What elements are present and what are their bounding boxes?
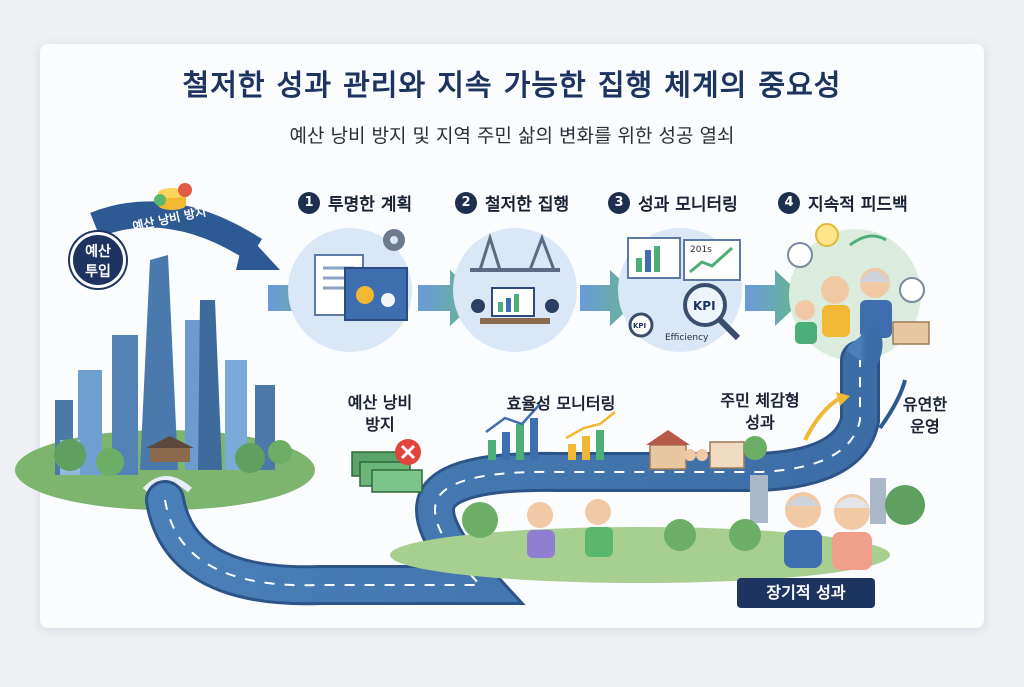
budget-curve-arrow bbox=[90, 183, 280, 270]
step-1-number: 1 bbox=[298, 191, 320, 214]
page-title: 철저한 성과 관리와 지속 가능한 집행 체계의 중요성 bbox=[182, 68, 842, 102]
flexible-operation-line2: 운영 bbox=[910, 417, 940, 436]
kpi-monitoring-icon: 201s KPI KPI Efficiency bbox=[627, 237, 741, 343]
waste-prevention-line1: 예산 낭비 bbox=[347, 393, 413, 412]
efficiency-label: Efficiency bbox=[665, 333, 709, 343]
budget-input-line1: 예산 bbox=[85, 244, 111, 260]
flexible-operation-label: 유연한 운영 bbox=[885, 394, 965, 438]
step-1-label: 투명한 계획 bbox=[328, 195, 413, 215]
page-subtitle: 예산 낭비 방지 및 지역 주민 삶의 변화를 위한 성공 열쇠 bbox=[289, 125, 735, 147]
long-term-outcome-badge: 장기적 성과 bbox=[737, 578, 875, 608]
step-1-heading: 1 투명한 계획 bbox=[298, 190, 412, 215]
budget-input-line2: 투입 bbox=[85, 264, 111, 280]
waste-prevention-label: 예산 낭비 방지 bbox=[340, 392, 420, 436]
efficiency-monitoring-label: 효율성 모니터링 bbox=[506, 394, 616, 413]
resident-houses-icon bbox=[646, 430, 767, 470]
budget-input-badge: 예산 투입 bbox=[70, 232, 126, 288]
step-4-number: 4 bbox=[778, 191, 800, 214]
city-skyline-illustration bbox=[15, 255, 315, 510]
road-path bbox=[145, 324, 907, 606]
step-3-number: 3 bbox=[608, 191, 630, 214]
year-label: 201s bbox=[690, 245, 712, 255]
kpi-small-label: KPI bbox=[633, 322, 646, 330]
step-3-heading: 3 성과 모니터링 bbox=[608, 190, 738, 215]
step-3-label: 성과 모니터링 bbox=[638, 195, 738, 215]
step-4-heading: 4 지속적 피드백 bbox=[778, 190, 908, 215]
resident-outcome-line2: 성과 bbox=[745, 413, 775, 432]
resident-outcome-line1: 주민 체감형 bbox=[720, 391, 800, 410]
step-2-label: 철저한 집행 bbox=[485, 195, 570, 215]
step-2-heading: 2 철저한 집행 bbox=[455, 190, 569, 215]
kpi-large-label: KPI bbox=[693, 299, 716, 313]
resident-outcome-label: 주민 체감형 성과 bbox=[710, 390, 810, 434]
feedback-residents-icon bbox=[787, 223, 930, 345]
efficiency-charts-icon bbox=[485, 403, 616, 460]
flexible-operation-line1: 유연한 bbox=[902, 395, 948, 414]
waste-prevention-line2: 방지 bbox=[365, 415, 395, 434]
step-4-label: 지속적 피드백 bbox=[808, 195, 908, 215]
planning-documents-icon bbox=[314, 229, 408, 321]
happy-residents-illustration bbox=[390, 475, 925, 583]
step-2-number: 2 bbox=[455, 191, 477, 214]
money-warning-icon bbox=[351, 439, 423, 493]
execution-construction-icon bbox=[470, 232, 560, 324]
